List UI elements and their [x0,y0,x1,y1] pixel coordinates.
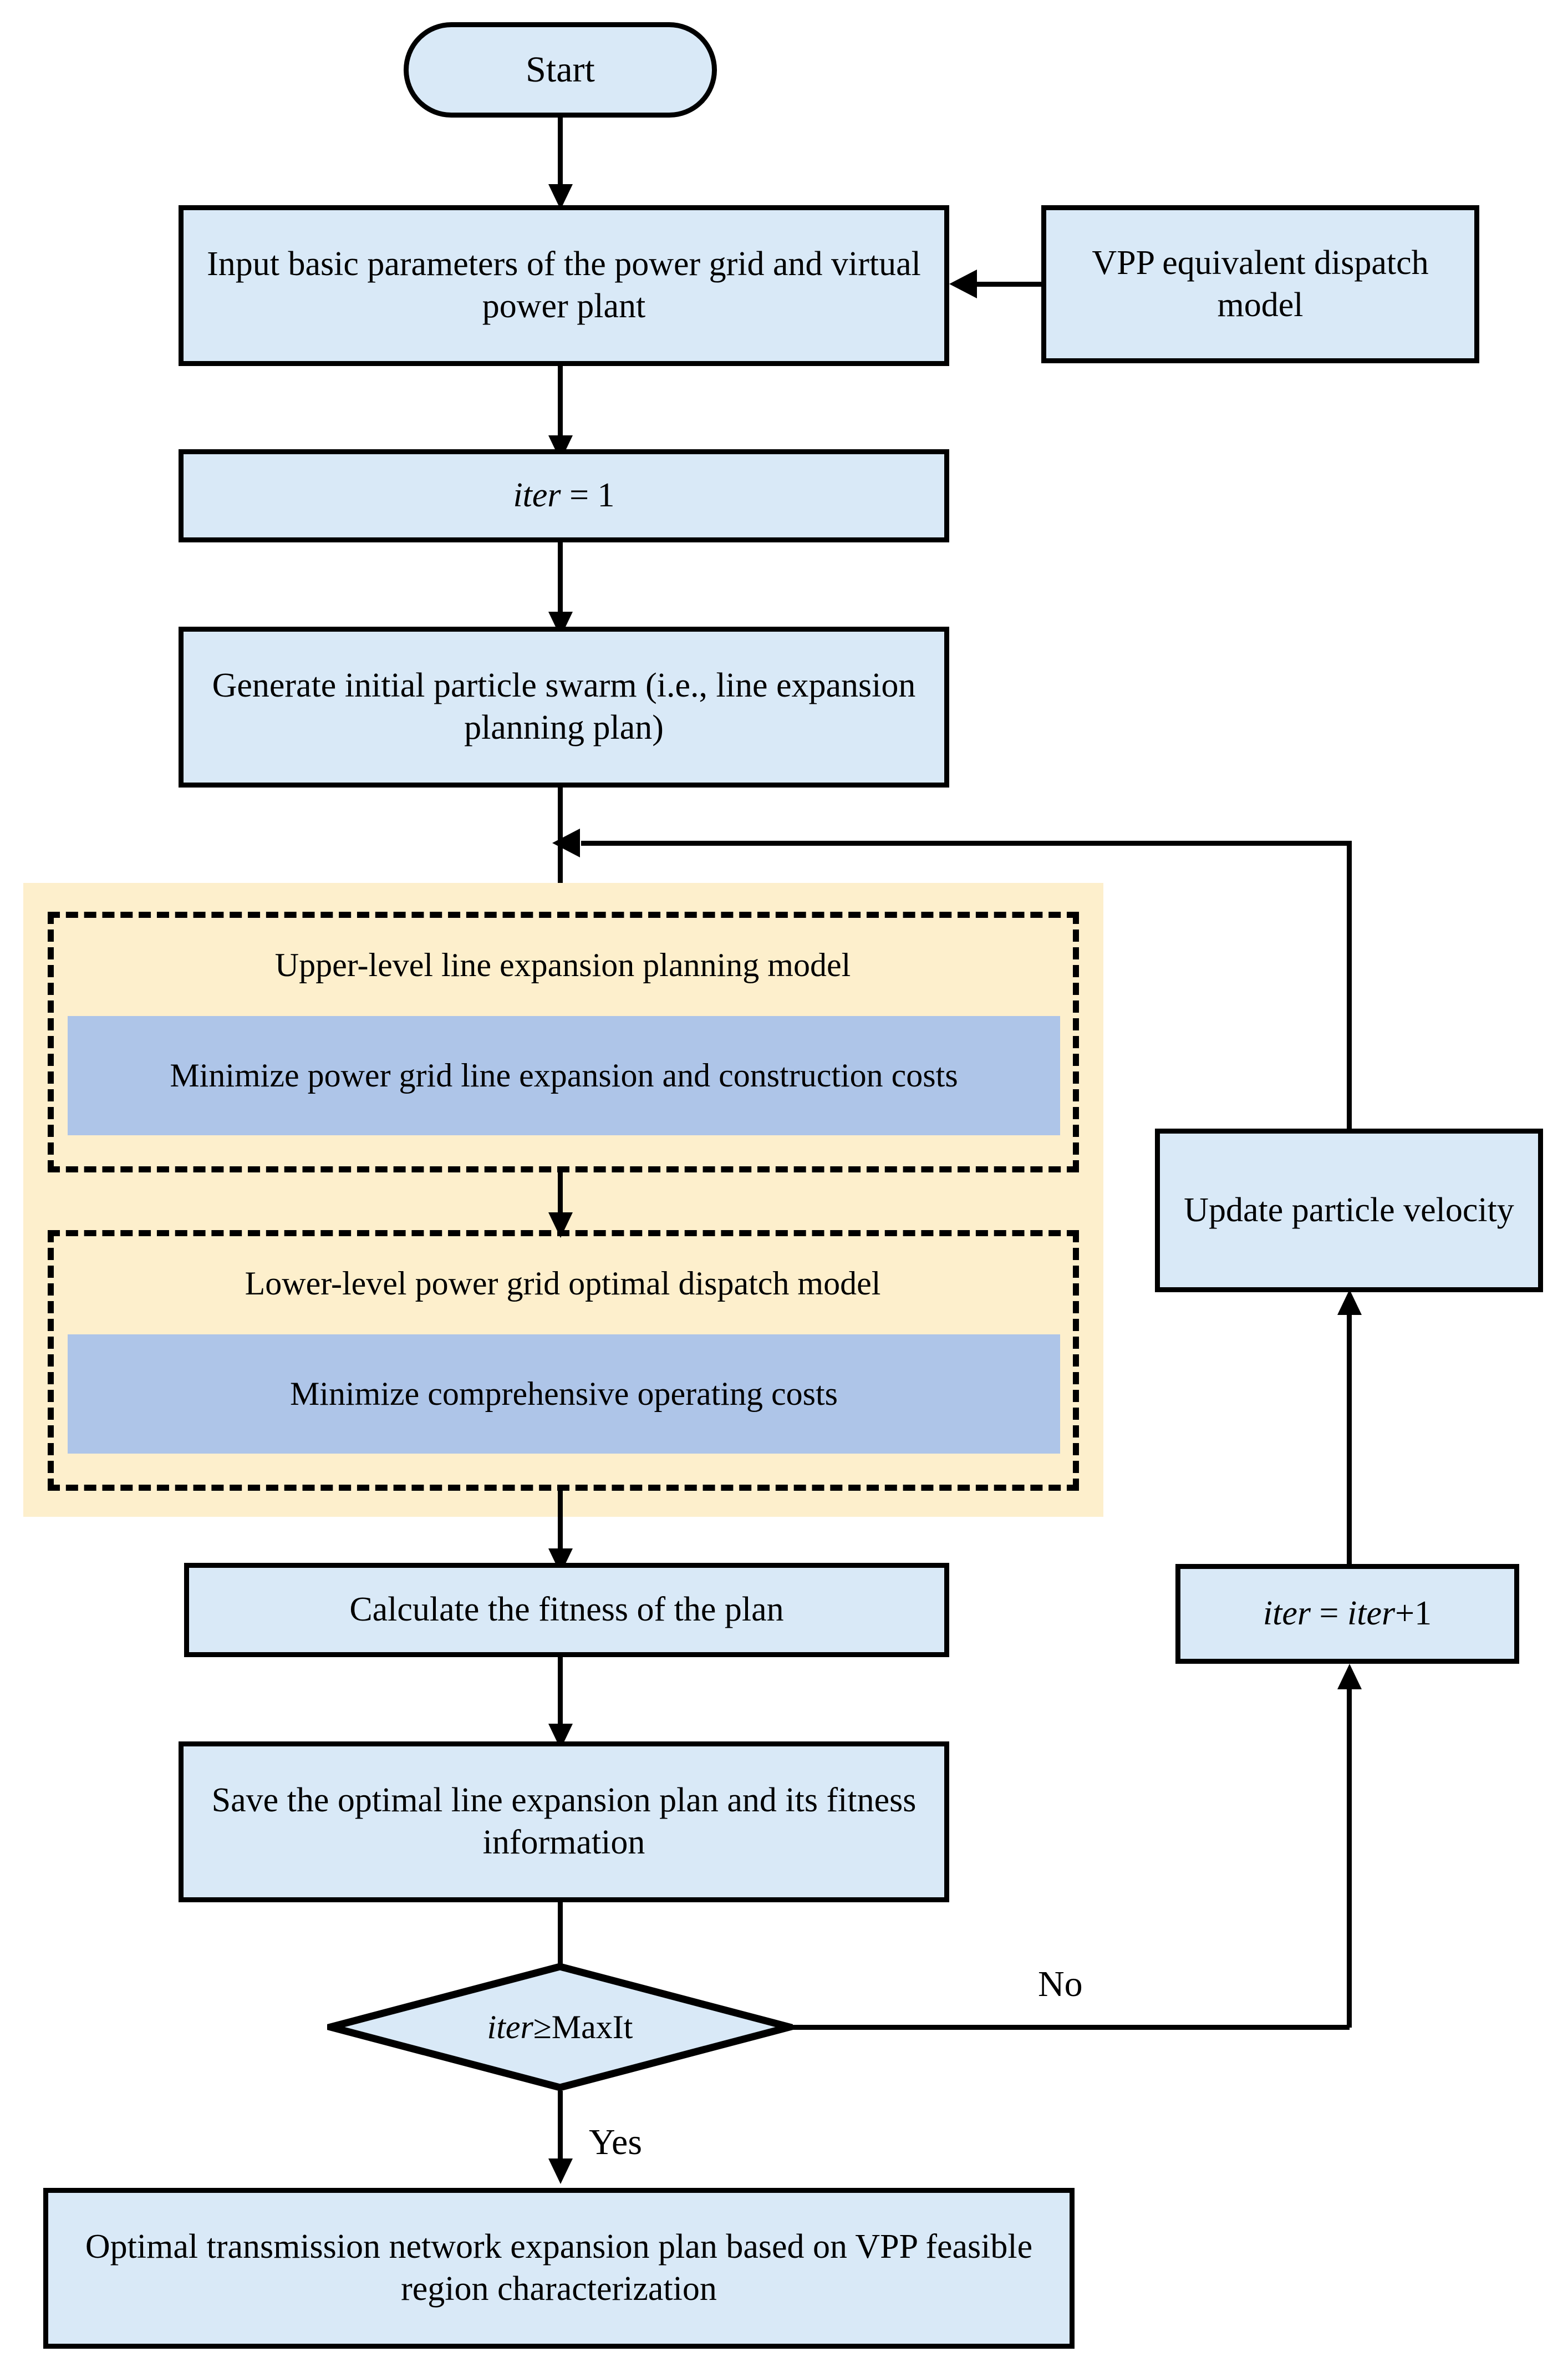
upper-level-objective-label: Minimize power grid line expansion and c… [170,1057,958,1094]
lower-level-dashed-box [48,1230,1079,1491]
node-vpp-label: VPP equivalent dispatch model [1092,243,1429,324]
iter-variable: iter [513,476,561,515]
node-decision-iter-maxit[interactable]: iter≥MaxIt [327,1963,793,2091]
node-final-output[interactable]: Optimal transmission network expansion p… [43,2188,1075,2349]
arrowhead-into-input-right [949,270,977,298]
connector-no-vertical [1347,1687,1352,2028]
node-calculate-fitness-label: Calculate the fitness of the plan [349,1591,784,1629]
iter-increment-equals: = [1311,1594,1347,1633]
edge-label-yes-text: Yes [589,2122,643,2162]
arrowhead-loopback-into-main [552,829,580,857]
node-update-particle-velocity-label: Update particle velocity [1184,1191,1514,1229]
node-save-optimal-plan-label: Save the optimal line expansion plan and… [211,1781,917,1861]
arrowhead-into-update-velocity [1337,1289,1362,1315]
connector-start-to-input [558,118,563,187]
upper-level-dashed-box [48,912,1079,1172]
lower-level-title-label: Lower-level power grid optimal dispatch … [245,1264,881,1302]
connector-decision-yes [558,2091,563,2166]
connector-save-to-decision [558,1902,563,1966]
lower-level-objective-label: Minimize comprehensive operating costs [289,1375,838,1412]
connector-calculate-to-save [558,1657,563,1726]
connector-loopback-vertical-top [1347,841,1352,1129]
node-iter-init-label: iter = 1 [513,475,614,517]
edge-label-yes: Yes [589,2124,642,2161]
decision-label: iter≥MaxIt [327,1963,793,2091]
connector-vpp-to-input [976,282,1045,287]
iter-increment-variable-right: iter [1347,1594,1396,1633]
node-update-particle-velocity[interactable]: Update particle velocity [1155,1129,1543,1292]
node-iter-increment[interactable]: iter = iter+1 [1175,1564,1519,1664]
decision-condition: ≥MaxIt [533,2008,633,2045]
node-vpp-equivalent-dispatch-model[interactable]: VPP equivalent dispatch model [1041,205,1479,363]
connector-panel-to-calculate [558,1491,563,1552]
node-save-optimal-plan[interactable]: Save the optimal line expansion plan and… [179,1741,949,1902]
node-start-label: Start [526,49,595,90]
node-input-parameters[interactable]: Input basic parameters of the power grid… [179,205,949,366]
node-generate-label: Generate initial particle swarm (i.e., l… [212,667,916,746]
iter-increment-addend: +1 [1395,1594,1432,1633]
connector-increment-to-update [1347,1312,1352,1567]
decision-variable: iter [487,2008,533,2045]
edge-label-no: No [1038,1966,1083,2003]
lower-level-title: Lower-level power grid optimal dispatch … [55,1250,1070,1317]
decision-diamond-shape [327,1963,793,2091]
iter-increment-variable-left: iter [1262,1594,1311,1633]
connector-input-to-iter-init [558,366,563,438]
arrowhead-into-final-output [548,2158,573,2184]
edge-label-no-text: No [1038,1964,1083,2004]
node-input-parameters-label: Input basic parameters of the power grid… [207,245,921,325]
node-start[interactable]: Start [404,22,717,118]
node-generate-initial-swarm[interactable]: Generate initial particle swarm (i.e., l… [179,627,949,788]
iter-init-value: = 1 [561,476,615,515]
upper-level-title-label: Upper-level line expansion planning mode… [274,946,851,983]
arrowhead-into-iter-increment [1337,1664,1362,1689]
node-final-output-label: Optimal transmission network expansion p… [85,2228,1033,2308]
connector-upper-to-lower [558,1172,563,1228]
node-iter-init[interactable]: iter = 1 [179,449,949,542]
connector-decision-no [790,2025,1350,2030]
upper-level-objective-box[interactable]: Minimize power grid line expansion and c… [68,1016,1060,1135]
upper-level-title: Upper-level line expansion planning mode… [67,932,1059,998]
node-iter-increment-label: iter = iter+1 [1263,1593,1432,1635]
connector-loopback-horizontal [581,841,1352,846]
node-calculate-fitness[interactable]: Calculate the fitness of the plan [184,1563,949,1657]
lower-level-objective-box[interactable]: Minimize comprehensive operating costs [68,1334,1060,1454]
connector-iter-init-to-generate [558,542,563,614]
